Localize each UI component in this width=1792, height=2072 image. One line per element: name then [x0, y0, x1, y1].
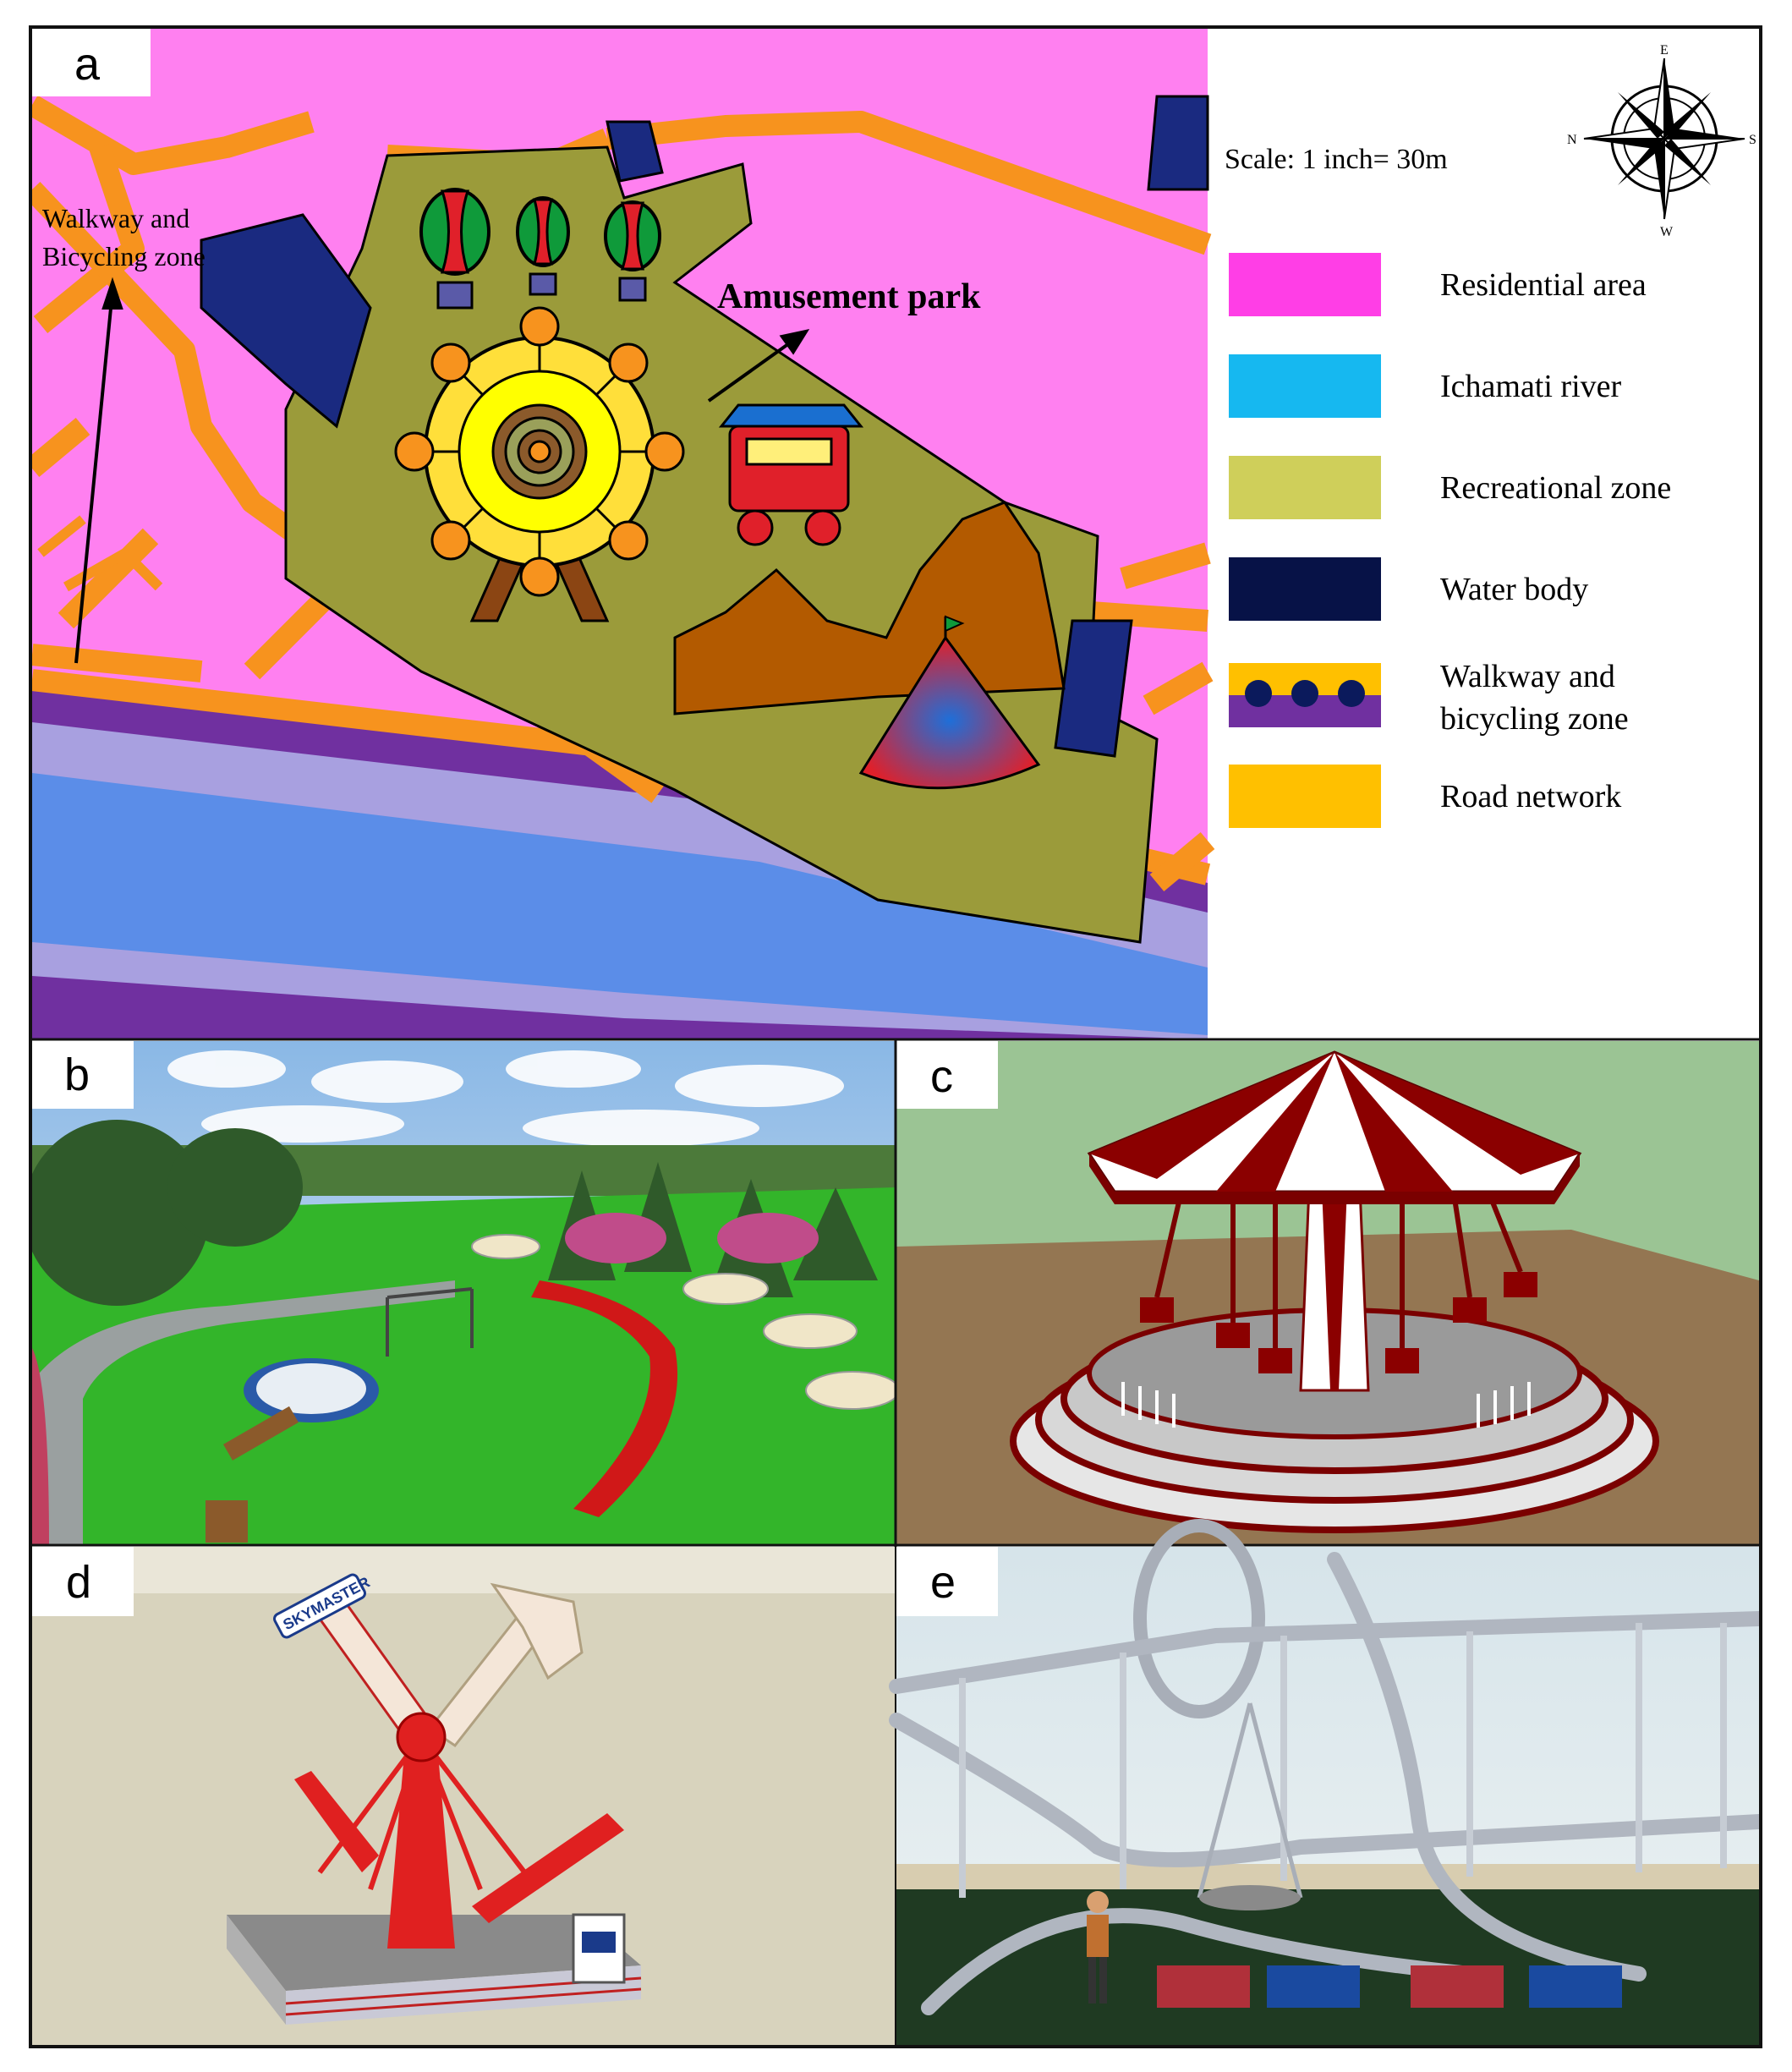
compass-w: N: [1567, 133, 1577, 147]
legend-item-residential: Residential area: [1229, 253, 1647, 316]
bench: [223, 1406, 299, 1461]
canopy: [1087, 1050, 1582, 1204]
legend-label-river: Ichamati river: [1440, 369, 1622, 404]
map-area: Walkway and Bicycling zone Amusement par…: [32, 29, 1215, 1039]
legend-swatch-walkway-dot: [1338, 680, 1365, 707]
lawn: [32, 1187, 895, 1544]
compass-n: E: [1660, 43, 1669, 58]
legend-swatch-residential: [1229, 253, 1381, 316]
panel-d: SKYMASTER d: [32, 1547, 895, 2045]
balloon-icon-2: [516, 196, 570, 296]
figure-canvas: Walkway and Bicycling zone Amusement par…: [32, 29, 1759, 2045]
panel-e-label-box: [896, 1547, 998, 1616]
compass-e: S: [1749, 133, 1756, 147]
person-figure: [1087, 1891, 1109, 2003]
legend-item-walkway: Walkway and bicycling zone: [1229, 659, 1629, 737]
swing-seats: [1140, 1272, 1537, 1373]
coaster-tracks: [889, 1552, 1759, 2015]
legend-item-river: Ichamati river: [1229, 354, 1622, 418]
legend-item-recreational: Recreational zone: [1229, 456, 1671, 519]
water-body-4: [1054, 619, 1133, 758]
legend-label-walkway-line2: bicycling zone: [1440, 701, 1629, 737]
coaster-cars: [1157, 1965, 1622, 2008]
legend-area: Scale: 1 inch= 30m E S W N Residential a…: [1225, 43, 1756, 828]
panel-a-label-box: [32, 29, 151, 96]
balloon-icon-3: [604, 200, 661, 302]
compass-s: W: [1660, 225, 1674, 239]
gondola-right: [472, 1813, 624, 1923]
ferris-wheel-icon: [394, 306, 685, 622]
coaster-supports: [959, 1623, 1727, 1898]
fence: [1121, 1382, 1531, 1428]
tower-struts: [317, 1735, 534, 1891]
panel-b-label-box: [32, 1041, 134, 1109]
legend-label-residential: Residential area: [1440, 267, 1647, 303]
panel-a: Walkway and Bicycling zone Amusement par…: [32, 29, 1759, 1041]
panel-d-label-box: [32, 1547, 134, 1616]
legend-label-walkway-line1: Walkway and: [1440, 659, 1615, 694]
walkway-annotation-line2: Bicycling zone: [42, 241, 206, 271]
panel-c: c: [896, 1041, 1759, 1544]
panel-b-label: b: [64, 1050, 90, 1100]
legend-label-road: Road network: [1440, 779, 1621, 814]
umbrellas: [471, 1234, 900, 1410]
balloon-icon-1: [419, 188, 490, 310]
panel-e: e: [889, 1519, 1759, 2045]
flower-bushes: [565, 1213, 819, 1263]
slide: [531, 1280, 678, 1517]
tent-icon: [858, 615, 1041, 790]
panel-b: b: [32, 1041, 900, 1544]
legend-label-recreational: Recreational zone: [1440, 470, 1671, 506]
legend-swatch-road: [1229, 765, 1381, 828]
ride-tower: [387, 1754, 455, 1949]
coaster-loop: [1133, 1519, 1265, 1718]
amusement-park-annotation: Amusement park: [717, 277, 981, 316]
compass-icon: E S W N: [1567, 43, 1756, 239]
annotation-arrows: [74, 277, 810, 664]
path: [32, 1280, 455, 1544]
legend-swatch-recreational: [1229, 456, 1381, 519]
panel-c-label: c: [930, 1051, 953, 1102]
water-body-2: [606, 120, 664, 183]
scale-text: Scale: 1 inch= 30m: [1225, 144, 1448, 175]
food-cart-icon: [718, 403, 864, 546]
walkway-annotation-line1: Walkway and: [42, 203, 189, 233]
figure-frame: Walkway and Bicycling zone Amusement par…: [29, 25, 1762, 2048]
gondola-left: [294, 1771, 379, 1872]
legend-swatch-water-body: [1229, 557, 1381, 621]
panel-d-label: d: [66, 1557, 91, 1608]
legend-swatch-walkway-dot: [1245, 680, 1272, 707]
swings: [386, 1287, 474, 1357]
panel-a-label: a: [74, 39, 101, 90]
panel-e-label: e: [930, 1557, 956, 1608]
hub: [396, 1712, 447, 1762]
legend-swatch-river: [1229, 354, 1381, 418]
water-body-3: [1147, 95, 1209, 191]
panel-c-label-box: [896, 1041, 998, 1109]
ride-base: [227, 1915, 641, 1991]
legend-item-road: Road network: [1229, 765, 1621, 828]
bench: [206, 1500, 248, 1543]
center-tower: [1197, 1702, 1303, 1899]
water-body-1: [200, 213, 372, 429]
legend-item-water-body: Water body: [1229, 557, 1588, 621]
legend-label-water-body: Water body: [1440, 572, 1588, 607]
legend-swatch-walkway-dot: [1291, 680, 1318, 707]
